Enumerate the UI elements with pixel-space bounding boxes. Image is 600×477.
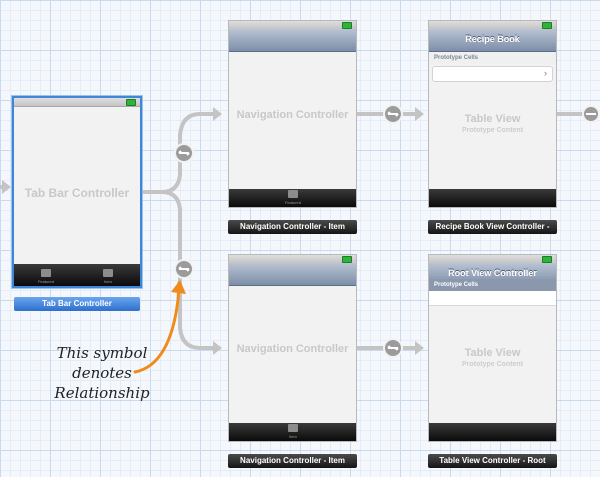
segue-symbol[interactable] — [582, 105, 600, 123]
battery-icon — [342, 256, 352, 263]
tab-bar[interactable]: Item — [229, 423, 356, 441]
tab-item-featured[interactable]: Featured — [26, 269, 66, 284]
annotation-line: Relationship — [54, 384, 150, 402]
featured-icon — [288, 190, 298, 198]
annotation-arrowhead — [171, 280, 186, 294]
tab-item-label: Featured — [284, 200, 301, 205]
annotation-line: denotes — [72, 364, 132, 382]
nav-title: Recipe Book — [465, 34, 520, 44]
scene-title: Navigation Controller — [236, 109, 349, 121]
tab-item-item[interactable]: Item — [273, 424, 313, 439]
recipe-book-scene[interactable]: Recipe Book Prototype Cells › Table View… — [428, 20, 557, 208]
arrowhead-bottom — [213, 341, 222, 355]
annotation-line: This symbol — [56, 344, 148, 362]
arrowhead-recipe — [415, 107, 424, 121]
table-view-label: Table View — [464, 113, 521, 125]
scene-title: Tab Bar Controller — [24, 186, 130, 200]
item-icon — [103, 269, 113, 277]
relationship-symbol[interactable] — [174, 259, 194, 279]
tab-bar[interactable]: Featured Item — [14, 264, 140, 286]
table-view-sublabel: Prototype Content — [461, 127, 524, 134]
tab-bar — [429, 189, 556, 207]
scene-caption-nav-top[interactable]: Navigation Controller - Item — [228, 220, 357, 234]
prototype-cell[interactable]: › — [432, 66, 553, 82]
battery-icon — [342, 22, 352, 29]
tab-item-label: Item — [289, 434, 297, 439]
relationship-symbol[interactable] — [383, 104, 403, 124]
scene-title: Navigation Controller — [236, 343, 349, 355]
scene-caption-recipe-book[interactable]: Recipe Book View Controller - — [428, 220, 557, 234]
annotation-text: This symbol denotes Relationship — [32, 343, 172, 403]
tab-bar[interactable]: Featured — [229, 189, 356, 207]
navigation-controller-scene-top[interactable]: Navigation Controller Featured — [228, 20, 357, 208]
navigation-controller-scene-bottom[interactable]: Navigation Controller Item — [228, 254, 357, 442]
prototype-cells-header: Prototype Cells — [429, 279, 556, 291]
tab-item-featured[interactable]: Featured — [273, 190, 313, 205]
tab-item-label: Item — [104, 279, 112, 284]
battery-icon — [542, 256, 552, 263]
tab-bar-controller-scene[interactable]: Tab Bar Controller Featured Item — [12, 96, 142, 288]
arrowhead-top — [213, 107, 222, 121]
nav-title: Root View Controller — [448, 268, 537, 278]
root-view-scene[interactable]: Root View Controller Prototype Cells Tab… — [428, 254, 557, 442]
relationship-symbol[interactable] — [383, 338, 403, 358]
prototype-cell[interactable] — [429, 291, 556, 306]
tab-item-label: Featured — [37, 279, 54, 284]
tab-bar — [429, 423, 556, 441]
navigation-bar: Recipe Book — [429, 29, 556, 52]
tab-item-item[interactable]: Item — [88, 269, 128, 284]
battery-icon — [126, 99, 136, 106]
item-icon — [288, 424, 298, 432]
scene-caption-root-view[interactable]: Table View Controller - Root — [428, 454, 557, 468]
entry-arrowhead — [2, 180, 11, 194]
chevron-right-icon: › — [544, 68, 547, 78]
status-bar — [14, 98, 140, 107]
navigation-bar — [229, 263, 356, 286]
battery-icon — [542, 22, 552, 29]
scene-caption-nav-bottom[interactable]: Navigation Controller - Item — [228, 454, 357, 468]
featured-icon — [41, 269, 51, 277]
scene-caption-tab-bar[interactable]: Tab Bar Controller — [14, 297, 140, 311]
annotation-arrow — [133, 281, 181, 374]
table-view-label: Table View — [464, 347, 521, 359]
arrowhead-root — [415, 341, 424, 355]
relationship-symbol[interactable] — [174, 143, 194, 163]
prototype-cells-header: Prototype Cells — [429, 52, 556, 64]
navigation-bar — [229, 29, 356, 52]
table-view-sublabel: Prototype Content — [461, 361, 524, 368]
